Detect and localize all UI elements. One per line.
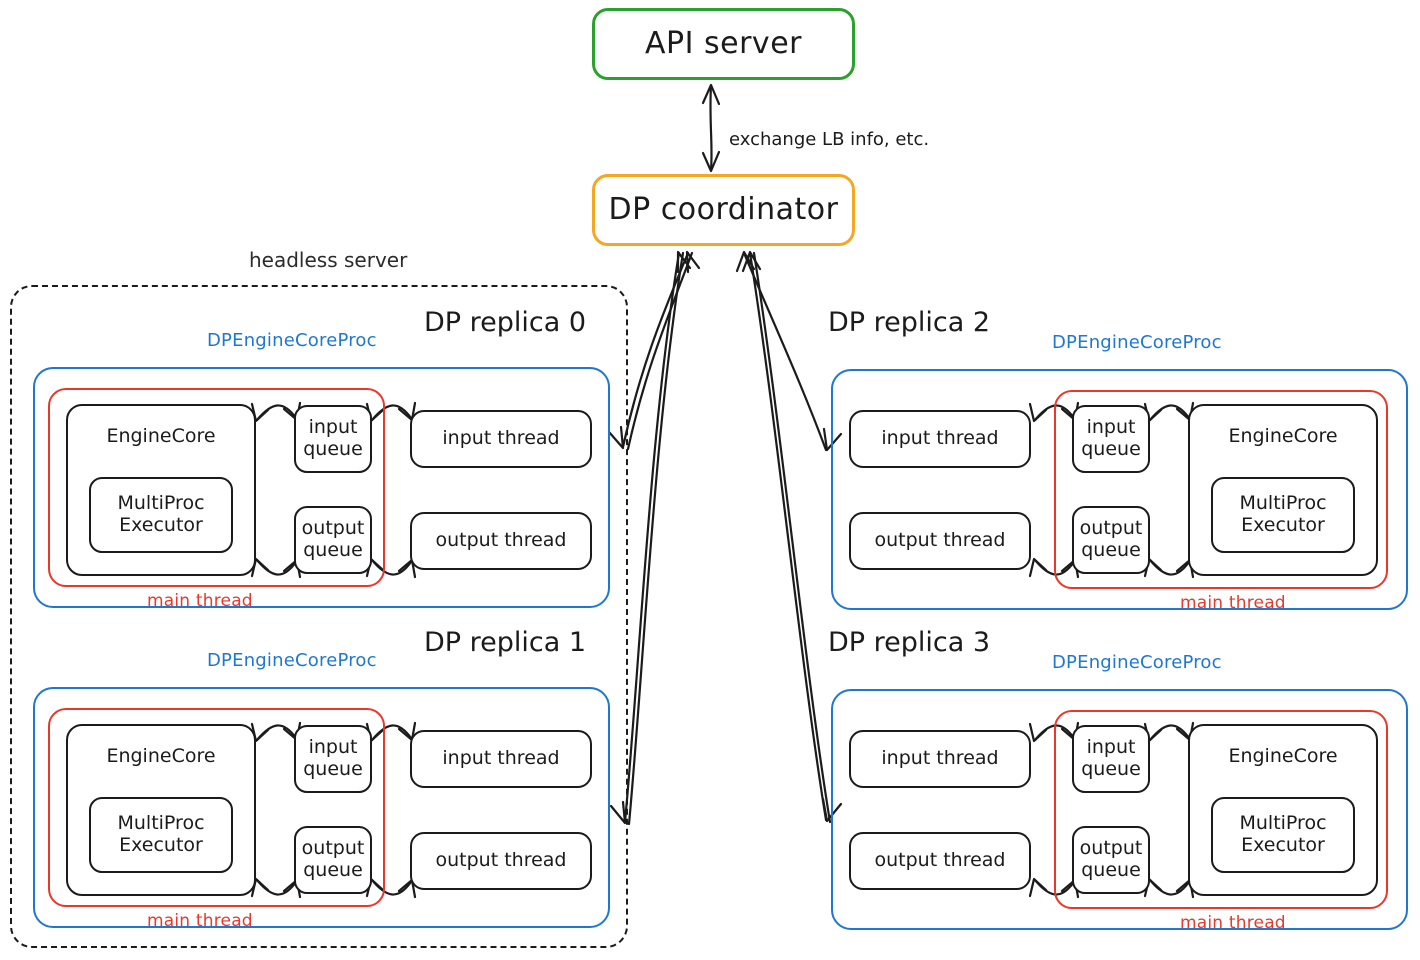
replica-1-mpe-line2: Executor	[119, 834, 203, 856]
replica-2-multiproc-executor[interactable]: MultiProc Executor	[1211, 477, 1355, 553]
replica-1-proc-box	[33, 687, 610, 928]
replica-0-input-thread-label: input thread	[442, 427, 560, 450]
replica-2-output-queue-line1: output	[1079, 517, 1143, 540]
replica-0-main-thread-label: main thread	[147, 591, 253, 611]
replica-0-title: DP replica 0	[424, 307, 587, 338]
replica-3-mpe-line1: MultiProc	[1239, 812, 1327, 835]
replica-3-title: DP replica 3	[828, 627, 991, 658]
replica-2-title: DP replica 2	[828, 307, 991, 338]
replica-2-input-queue-line2: queue	[1081, 438, 1141, 460]
replica-0-output-queue-line2: queue	[303, 539, 363, 561]
replica-1-input-queue-line1: input	[308, 736, 358, 759]
replica-2-input-queue[interactable]: input queue	[1072, 405, 1150, 473]
replica-3-main-thread-box	[1054, 710, 1388, 909]
replica-0-engine-core-label: EngineCore	[106, 425, 216, 447]
replica-0-input-queue[interactable]: input queue	[294, 405, 372, 473]
replica-0-main-thread-box	[48, 388, 385, 587]
replica-2-output-queue[interactable]: output queue	[1072, 506, 1150, 574]
replica-3-input-thread[interactable]: input thread	[849, 730, 1031, 788]
replica-3-mpe-line2: Executor	[1241, 834, 1325, 856]
replica-2-output-thread-label: output thread	[874, 529, 1006, 552]
arrow-coordinator-replica-2	[735, 250, 843, 452]
replica-1-output-queue-line2: queue	[303, 859, 363, 881]
replica-2-input-thread[interactable]: input thread	[849, 410, 1031, 468]
replica-0-output-thread[interactable]: output thread	[410, 512, 592, 570]
replica-0-input-thread[interactable]: input thread	[410, 410, 592, 468]
replica-3-input-queue-line2: queue	[1081, 758, 1141, 780]
replica-1-input-thread[interactable]: input thread	[410, 730, 592, 788]
replica-2-proc-label: DPEngineCoreProc	[1052, 332, 1222, 353]
replica-0-mpe-line2: Executor	[119, 514, 203, 536]
replica-2-proc-box	[831, 369, 1408, 610]
replica-3-input-queue[interactable]: input queue	[1072, 725, 1150, 793]
dp-coordinator-label: DP coordinator	[608, 191, 839, 227]
dp-coordinator-box[interactable]: DP coordinator	[592, 174, 855, 246]
replica-3-proc-label: DPEngineCoreProc	[1052, 652, 1222, 673]
replica-3-output-queue-line1: output	[1079, 837, 1143, 860]
replica-2-output-queue-line2: queue	[1081, 539, 1141, 561]
replica-0-output-thread-label: output thread	[435, 529, 567, 552]
replica-2-main-thread-label: main thread	[1180, 593, 1286, 613]
replica-1-output-thread-label: output thread	[435, 849, 567, 872]
replica-0-proc-label: DPEngineCoreProc	[207, 330, 377, 351]
arrow-api-coordinator	[701, 83, 721, 173]
replica-2-input-thread-label: input thread	[881, 427, 999, 450]
replica-2-input-queue-line1: input	[1086, 416, 1136, 439]
replica-2-output-thread[interactable]: output thread	[849, 512, 1031, 570]
replica-3-output-queue-line2: queue	[1081, 859, 1141, 881]
replica-2-engine-core-label: EngineCore	[1228, 425, 1338, 447]
replica-1-title: DP replica 1	[424, 627, 587, 658]
replica-0-proc-box	[33, 367, 610, 608]
replica-0-input-queue-line1: input	[308, 416, 358, 439]
replica-2-mpe-line1: MultiProc	[1239, 492, 1327, 515]
replica-1-main-thread-box	[48, 708, 385, 907]
replica-1-main-thread-label: main thread	[147, 911, 253, 931]
replica-0-mpe-line1: MultiProc	[117, 492, 205, 515]
arrow-coordinator-replica-3	[741, 250, 843, 824]
replica-1-output-queue[interactable]: output queue	[294, 826, 372, 894]
replica-3-output-thread[interactable]: output thread	[849, 832, 1031, 890]
replica-1-input-queue[interactable]: input queue	[294, 725, 372, 793]
replica-2-main-thread-box	[1054, 390, 1388, 589]
replica-3-multiproc-executor[interactable]: MultiProc Executor	[1211, 797, 1355, 873]
replica-3-output-queue[interactable]: output queue	[1072, 826, 1150, 894]
replica-0-output-queue-line1: output	[301, 517, 365, 540]
headless-server-label: headless server	[249, 248, 408, 272]
replica-1-output-thread[interactable]: output thread	[410, 832, 592, 890]
replica-3-input-queue-line1: input	[1086, 736, 1136, 759]
replica-1-input-thread-label: input thread	[442, 747, 560, 770]
replica-3-input-thread-label: input thread	[881, 747, 999, 770]
headless-server-container	[10, 285, 628, 948]
replica-0-input-queue-line2: queue	[303, 438, 363, 460]
replica-1-proc-label: DPEngineCoreProc	[207, 650, 377, 671]
replica-3-output-thread-label: output thread	[874, 849, 1006, 872]
replica-1-multiproc-executor[interactable]: MultiProc Executor	[89, 797, 233, 873]
api-server-box[interactable]: API server	[592, 8, 855, 80]
api-server-label: API server	[645, 25, 802, 61]
replica-1-engine-core-label: EngineCore	[106, 745, 216, 767]
replica-0-output-queue[interactable]: output queue	[294, 506, 372, 574]
replica-1-output-queue-line1: output	[301, 837, 365, 860]
replica-3-main-thread-label: main thread	[1180, 913, 1286, 933]
replica-2-mpe-line2: Executor	[1241, 514, 1325, 536]
replica-0-multiproc-executor[interactable]: MultiProc Executor	[89, 477, 233, 553]
replica-1-mpe-line1: MultiProc	[117, 812, 205, 835]
replica-3-proc-box	[831, 689, 1408, 930]
exchange-info-label: exchange LB info, etc.	[729, 129, 930, 150]
replica-3-engine-core-label: EngineCore	[1228, 745, 1338, 767]
replica-1-input-queue-line2: queue	[303, 758, 363, 780]
